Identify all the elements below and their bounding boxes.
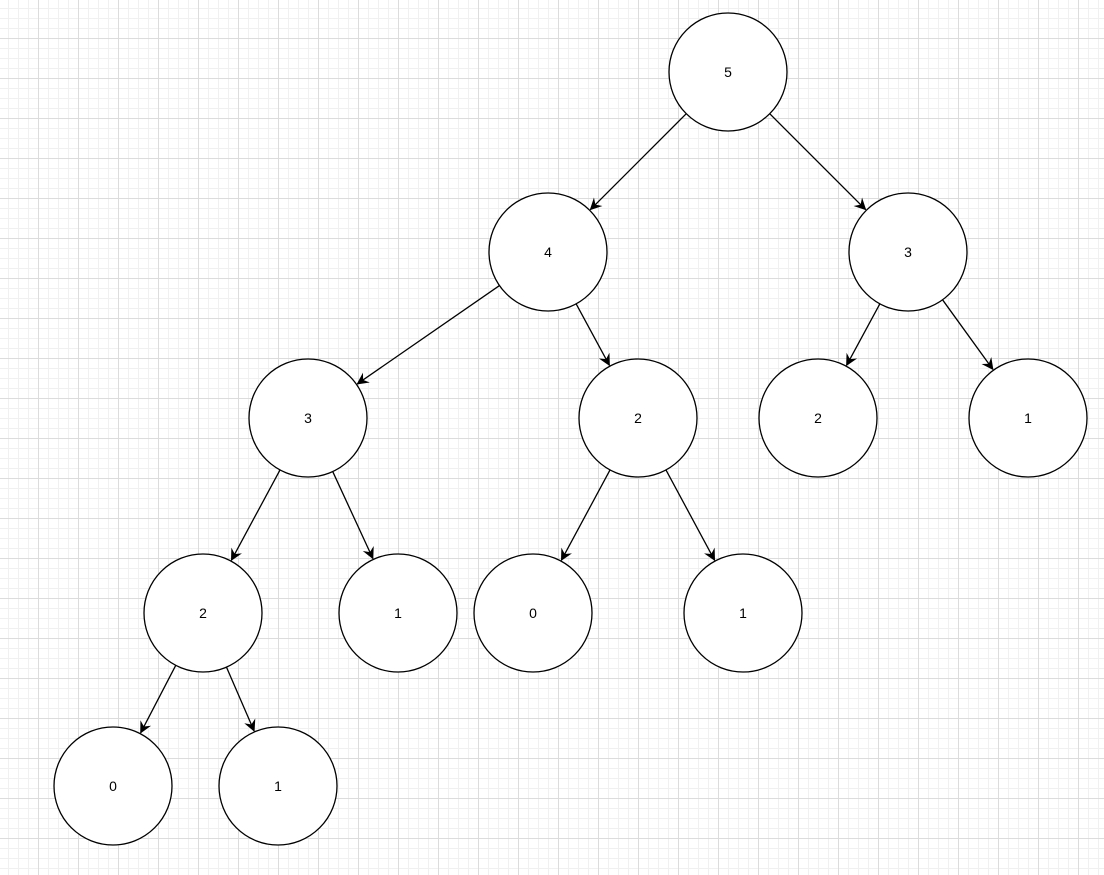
tree-node-n0_b[interactable]: 0 [53,726,173,846]
node-circle[interactable] [488,192,608,312]
node-label: 0 [529,605,537,621]
tree-node-n3_right[interactable]: 3 [848,192,968,312]
node-label: 4 [544,244,552,260]
edge-n3_right-to-n2_right[interactable] [846,303,881,367]
edge-n3_right-to-n1_right[interactable] [942,299,994,371]
tree-node-n4[interactable]: 4 [488,192,608,312]
edge-n4-to-n3_left[interactable] [356,285,500,385]
tree-node-n2_right[interactable]: 2 [758,358,878,478]
tree-node-n3_left[interactable]: 3 [248,358,368,478]
edge-n5_root-to-n4[interactable] [589,113,687,211]
edges-layer [140,113,994,734]
tree-node-n1_right[interactable]: 1 [968,358,1088,478]
edge-n3_left-to-n2_low[interactable] [230,469,281,562]
node-circle[interactable] [143,553,263,673]
tree-node-n2_low[interactable]: 2 [143,553,263,673]
tree-node-n0_a[interactable]: 0 [473,553,593,673]
node-circle[interactable] [248,358,368,478]
node-circle[interactable] [338,553,458,673]
node-circle[interactable] [473,553,593,673]
edge-n2_mid-to-n1_b[interactable] [665,469,716,562]
edge-n2_mid-to-n0_a[interactable] [560,469,611,562]
node-label: 1 [739,605,747,621]
node-label: 1 [274,778,282,794]
node-label: 1 [394,605,402,621]
node-circle[interactable] [683,553,803,673]
node-label: 0 [109,778,117,794]
node-circle[interactable] [668,12,788,132]
node-label: 3 [904,244,912,260]
edge-n4-to-n2_mid[interactable] [575,303,610,367]
tree-node-n1_b[interactable]: 1 [683,553,803,673]
tree-node-n1_a[interactable]: 1 [338,553,458,673]
node-circle[interactable] [968,358,1088,478]
edge-n2_low-to-n1_c[interactable] [225,666,256,732]
node-circle[interactable] [218,726,338,846]
nodes-layer: 5 4 3 3 2 2 1 2 1 0 1 0 1 [53,12,1088,846]
edge-n3_left-to-n1_a[interactable] [332,471,374,560]
node-label: 2 [814,410,822,426]
edge-n2_low-to-n0_b[interactable] [140,665,177,734]
node-circle[interactable] [848,192,968,312]
node-label: 1 [1024,410,1032,426]
node-label: 3 [304,410,312,426]
node-label: 2 [199,605,207,621]
node-label: 5 [724,64,732,80]
edge-n5_root-to-n3_right[interactable] [769,113,867,211]
tree-node-n2_mid[interactable]: 2 [578,358,698,478]
tree-node-n5_root[interactable]: 5 [668,12,788,132]
node-label: 2 [634,410,642,426]
tree-node-n1_c[interactable]: 1 [218,726,338,846]
node-circle[interactable] [53,726,173,846]
node-circle[interactable] [578,358,698,478]
node-circle[interactable] [758,358,878,478]
